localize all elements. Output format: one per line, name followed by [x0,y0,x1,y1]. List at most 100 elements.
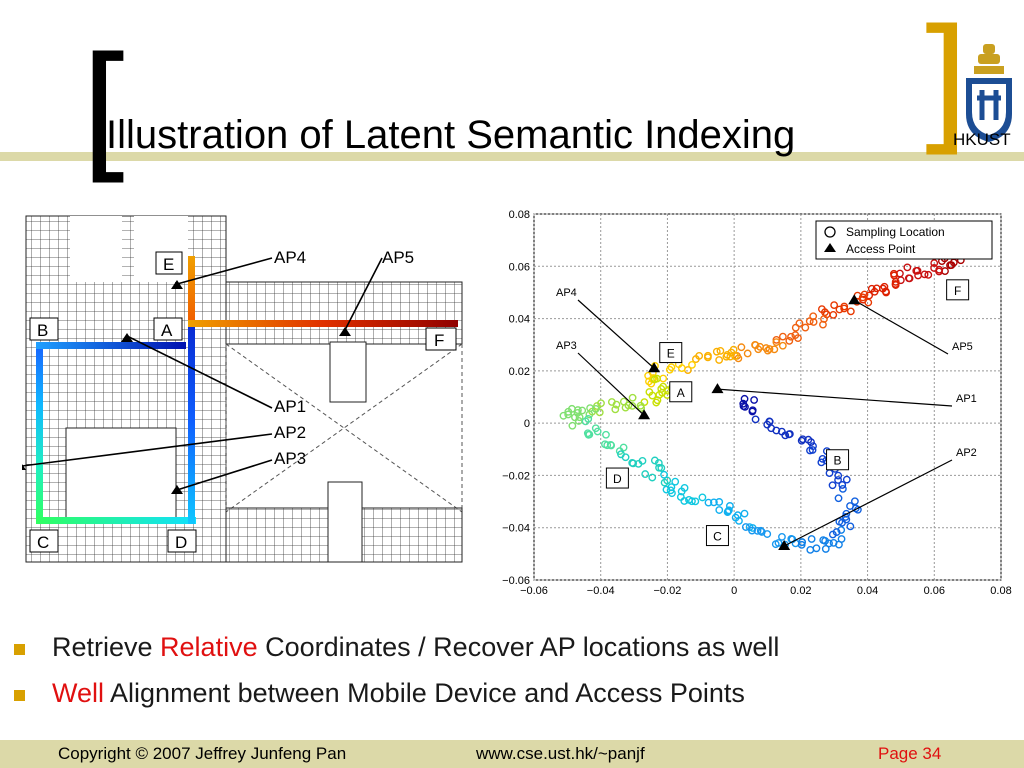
sampling-location-point [655,463,663,472]
region-label-box [705,525,729,547]
sampling-location-point [750,396,759,404]
sampling-location-point [680,497,689,505]
access-point-marker [638,409,651,420]
region-label: E [667,347,675,361]
sampling-location-point [667,363,676,372]
sampling-location-point [837,526,846,534]
sampling-location-point [798,435,807,444]
sampling-location-point [778,332,787,341]
floorplan-ap-label: AP4 [274,248,306,267]
logo-text: HKUST [953,130,1011,149]
sampling-location-point [716,346,725,355]
sampling-location-point [821,545,830,553]
bullet-emphasis: Relative [160,632,258,662]
sampling-location-point [698,493,707,502]
ap-leader-line [783,459,953,547]
sampling-location-point [658,388,667,397]
title-rule [0,152,1024,161]
y-tick-label: −0.06 [502,575,530,587]
sampling-location-point [842,475,851,484]
region-label-box [659,342,683,364]
sampling-location-point [841,513,850,521]
sampling-location-point [628,393,637,402]
sampling-location-point [748,526,756,535]
y-tick-label: −0.02 [502,470,530,482]
plot-area [533,213,1002,581]
sampling-location-point [791,323,800,332]
sampling-location-point [715,506,724,514]
access-point-marker [778,540,791,551]
ap1-marker-icon [121,333,133,342]
sampling-location-point [723,350,732,359]
legend-entry: Sampling Location [846,225,945,239]
sampling-location-point [830,301,839,310]
sampling-location-point [648,391,657,400]
x-tick-label: 0.04 [857,585,878,597]
sampling-location-point [809,318,818,326]
sampling-location-point [753,526,762,535]
sampling-location-point [648,473,657,482]
sampling-location-point [740,394,749,403]
x-tick-label: −0.02 [654,585,682,597]
sampling-location-point [735,516,743,525]
sampling-location-point [763,530,772,538]
right-bracket-decoration: ] [912,0,970,170]
sampling-location-point [740,509,749,518]
sampling-location-point [935,267,943,276]
bullet-text: Alignment between Mobile Device and Acce… [104,678,745,708]
chart-ap-label: AP3 [556,340,577,352]
sampling-location-point [662,485,671,494]
region-label: D [613,472,622,486]
footer-url[interactable]: www.cse.ust.hk/~panjf [476,744,645,763]
sampling-location-point [912,266,921,275]
sampling-location-point [817,458,826,467]
sampling-location-point [785,430,794,438]
access-point-marker [648,362,661,373]
sampling-location-point [914,271,922,280]
sampling-location-point [629,459,638,468]
sampling-location-point [637,404,646,412]
sampling-location-point [774,539,783,547]
sampling-location-point [797,540,806,549]
sampling-location-point [668,489,676,498]
floorplan-room-label: F [434,331,444,350]
region-label-box [605,467,629,489]
sampling-location-point [586,404,594,413]
y-tick-label: 0.08 [509,209,530,221]
ap-leader-line [853,299,949,355]
sampling-location-point [584,430,593,439]
chart-ap-label: AP4 [556,287,577,299]
floorplan-ap-label: AP5 [382,248,414,267]
bullet-square-icon [14,690,25,701]
floorplan-ap-label: AP1 [274,397,306,416]
sampling-location-point [801,323,810,332]
sampling-location-point [832,528,841,536]
sampling-location-point [660,470,668,479]
footer-page-number: Page 34 [878,744,942,763]
sampling-location-point [628,401,637,410]
sampling-location-point [715,498,724,506]
ap4-marker-icon [171,280,183,289]
footer-bar [0,740,1024,768]
sampling-location-point [787,332,795,341]
sampling-location-point [795,319,804,328]
sampling-location-point [778,532,786,541]
footer-copyright: Copyright © 2007 Jeffrey Junfeng Pan [58,744,347,763]
sampling-location-point [606,440,615,449]
sampling-location-point [846,307,855,316]
sampling-location-point [825,539,833,548]
region-label: F [954,284,961,298]
floorplan-room-label: B [37,321,48,340]
sampling-location-point [729,345,738,354]
sampling-location-point [575,413,584,422]
sampling-location-point [772,338,781,347]
sampling-location-point [564,410,573,419]
x-tick-label: −0.06 [520,585,548,597]
sampling-location-point [653,374,661,383]
sampling-location-point [842,509,851,518]
sampling-location-point [688,497,696,506]
sampling-location-point [930,259,939,268]
sampling-location-point [723,508,732,516]
sampling-location-point [617,450,625,459]
